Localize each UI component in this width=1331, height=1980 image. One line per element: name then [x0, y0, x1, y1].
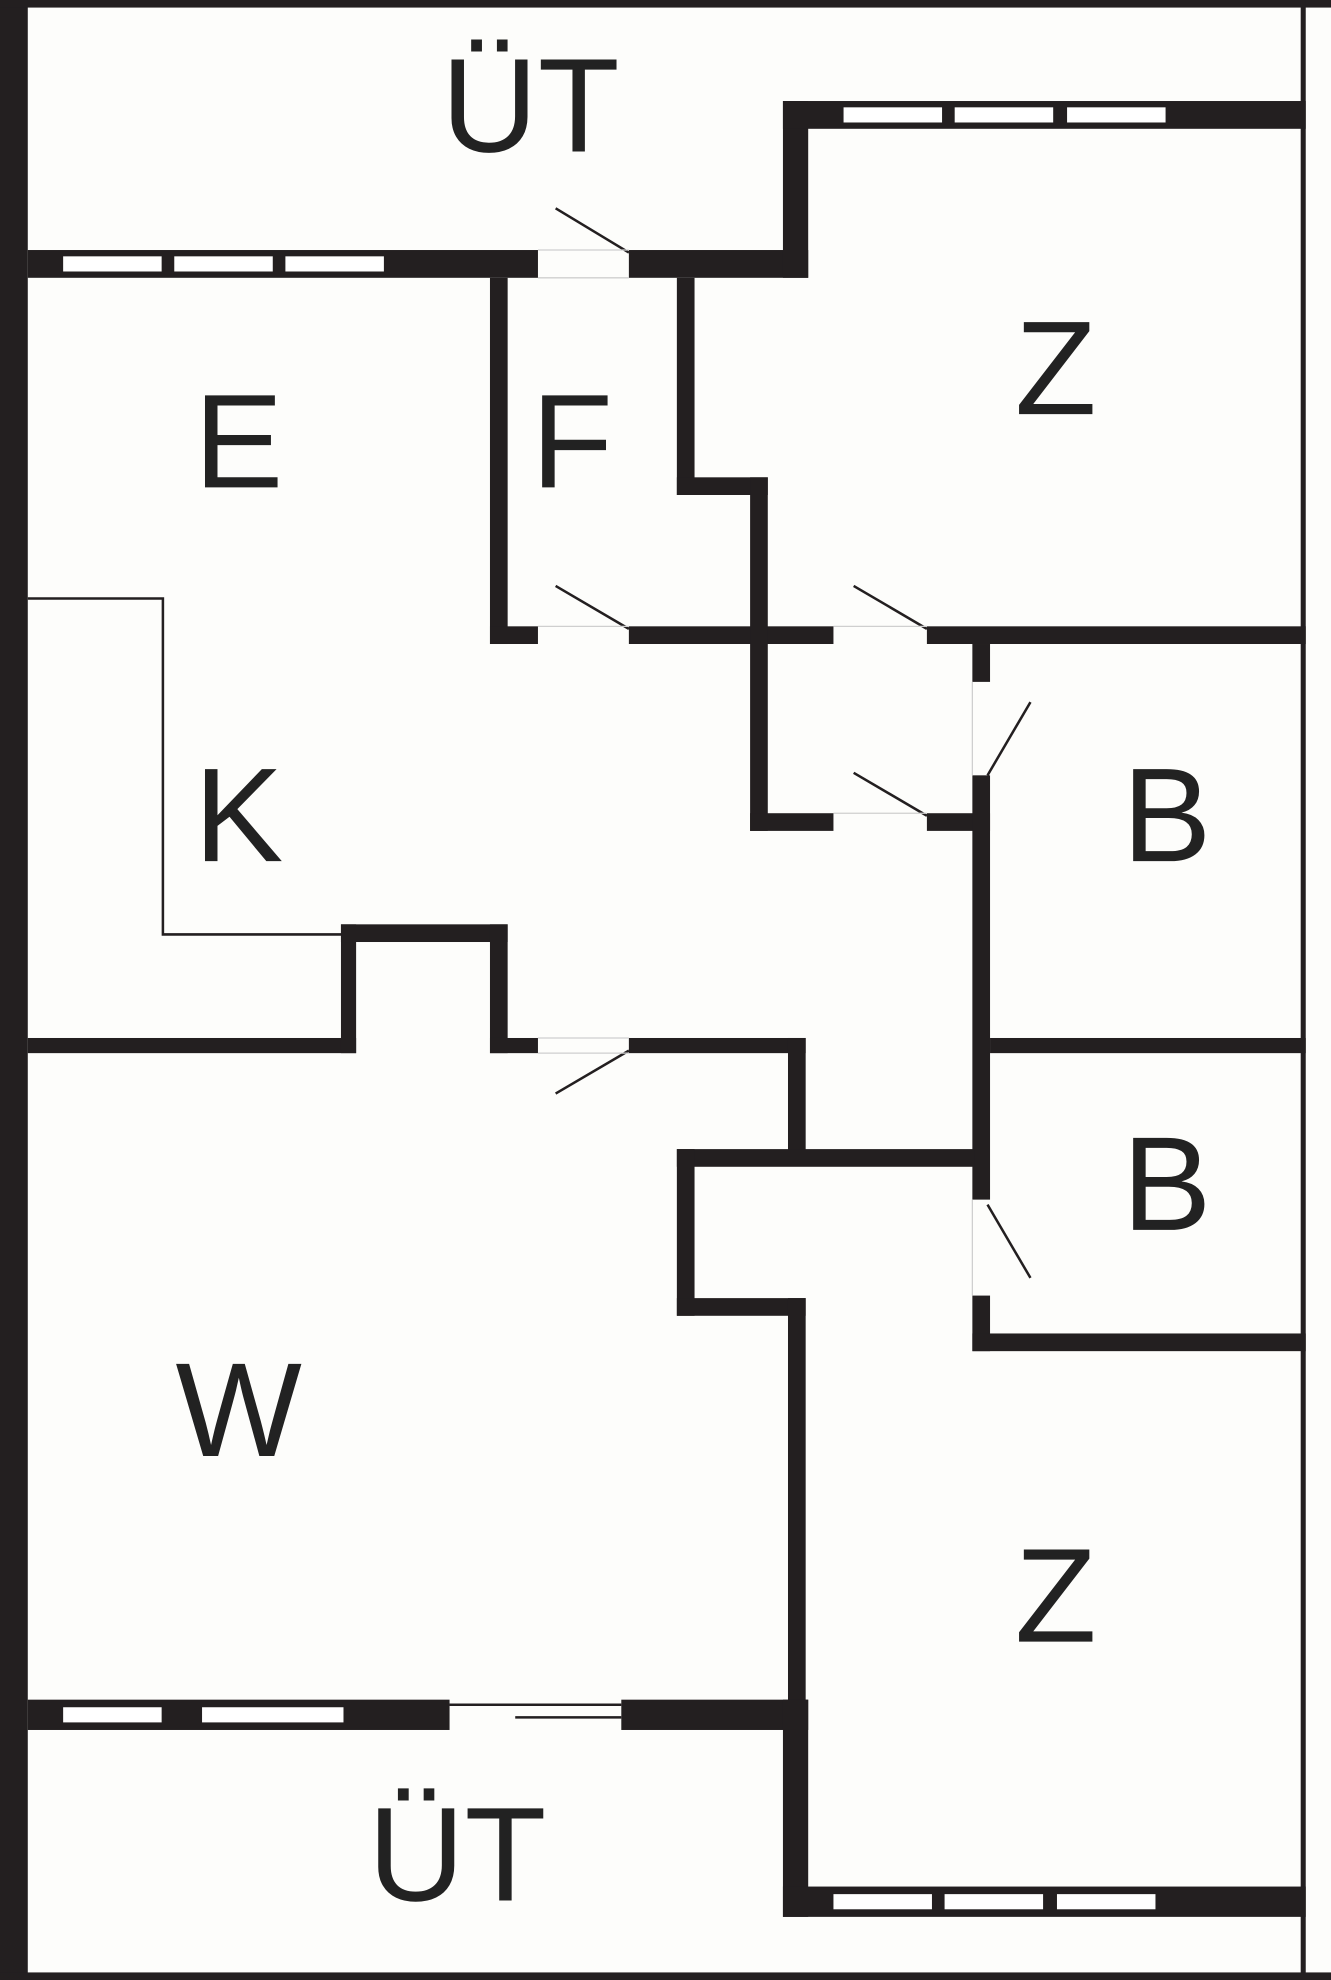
- window-pane: [1067, 107, 1166, 123]
- outer-wall-left: [0, 0, 28, 1980]
- wall: [628, 250, 809, 278]
- wall: [340, 924, 508, 943]
- outer-wall-bottom: [0, 1972, 1331, 1980]
- wall: [782, 1699, 809, 1917]
- wall: [340, 924, 357, 1054]
- room-labels: ÜT E F Z K B B W Z ÜT: [176, 32, 1212, 1930]
- window-pane: [843, 107, 943, 123]
- wall: [489, 924, 508, 1054]
- window-pane: [63, 1707, 162, 1723]
- wall: [489, 277, 508, 645]
- windows: [63, 107, 1166, 1910]
- room-label-b-lower: B: [1122, 1110, 1211, 1259]
- window-pane: [63, 256, 162, 272]
- room-label-f: F: [531, 367, 613, 516]
- window-pane: [285, 256, 384, 272]
- wall: [972, 775, 991, 1200]
- wall: [489, 1037, 538, 1054]
- door-swing: [554, 207, 630, 254]
- wall: [621, 1699, 809, 1730]
- doors: [449, 207, 1032, 1719]
- room-label-b-upper: B: [1122, 741, 1211, 890]
- wall: [990, 1037, 1306, 1054]
- window-pane: [944, 1894, 1044, 1910]
- wall: [676, 1149, 975, 1167]
- wall: [628, 1037, 806, 1054]
- room-label-k: K: [194, 741, 283, 890]
- door-openings: [537, 249, 973, 1296]
- door-swing: [554, 1049, 630, 1095]
- wall: [676, 277, 695, 495]
- door-swing: [853, 771, 928, 817]
- room-label-w: W: [176, 1336, 302, 1485]
- room-label-z-bottom: Z: [1015, 1522, 1097, 1671]
- wall: [926, 626, 1306, 645]
- wall: [782, 101, 809, 278]
- wall: [750, 813, 834, 831]
- wall: [27, 1037, 357, 1054]
- door-swing: [986, 1204, 1032, 1279]
- outer-wall-top: [0, 0, 1331, 8]
- door-swing: [853, 584, 928, 630]
- wall: [972, 644, 991, 682]
- door-swing: [554, 584, 630, 630]
- partition-lines: [27, 597, 344, 936]
- wall: [676, 1149, 695, 1316]
- kitchen-counter-outline: [27, 597, 344, 936]
- window-pane: [202, 1707, 344, 1723]
- wall: [676, 477, 768, 495]
- window-pane: [954, 107, 1054, 123]
- room-label-e: E: [194, 367, 283, 516]
- room-label-balcony-bottom: ÜT: [368, 1780, 546, 1929]
- room-label-z-top: Z: [1015, 294, 1097, 443]
- wall: [787, 1298, 806, 1703]
- window-pane: [833, 1894, 932, 1910]
- wall: [676, 1298, 806, 1316]
- wall: [972, 1333, 1306, 1352]
- wall: [787, 1037, 806, 1165]
- wall: [750, 477, 768, 831]
- window-pane: [1056, 1894, 1156, 1910]
- window-pane: [174, 256, 273, 272]
- wall: [489, 626, 538, 645]
- door-swing: [986, 701, 1032, 776]
- room-label-balcony-top: ÜT: [441, 32, 619, 181]
- outer-wall-right: [1300, 0, 1306, 1980]
- wall: [628, 626, 834, 645]
